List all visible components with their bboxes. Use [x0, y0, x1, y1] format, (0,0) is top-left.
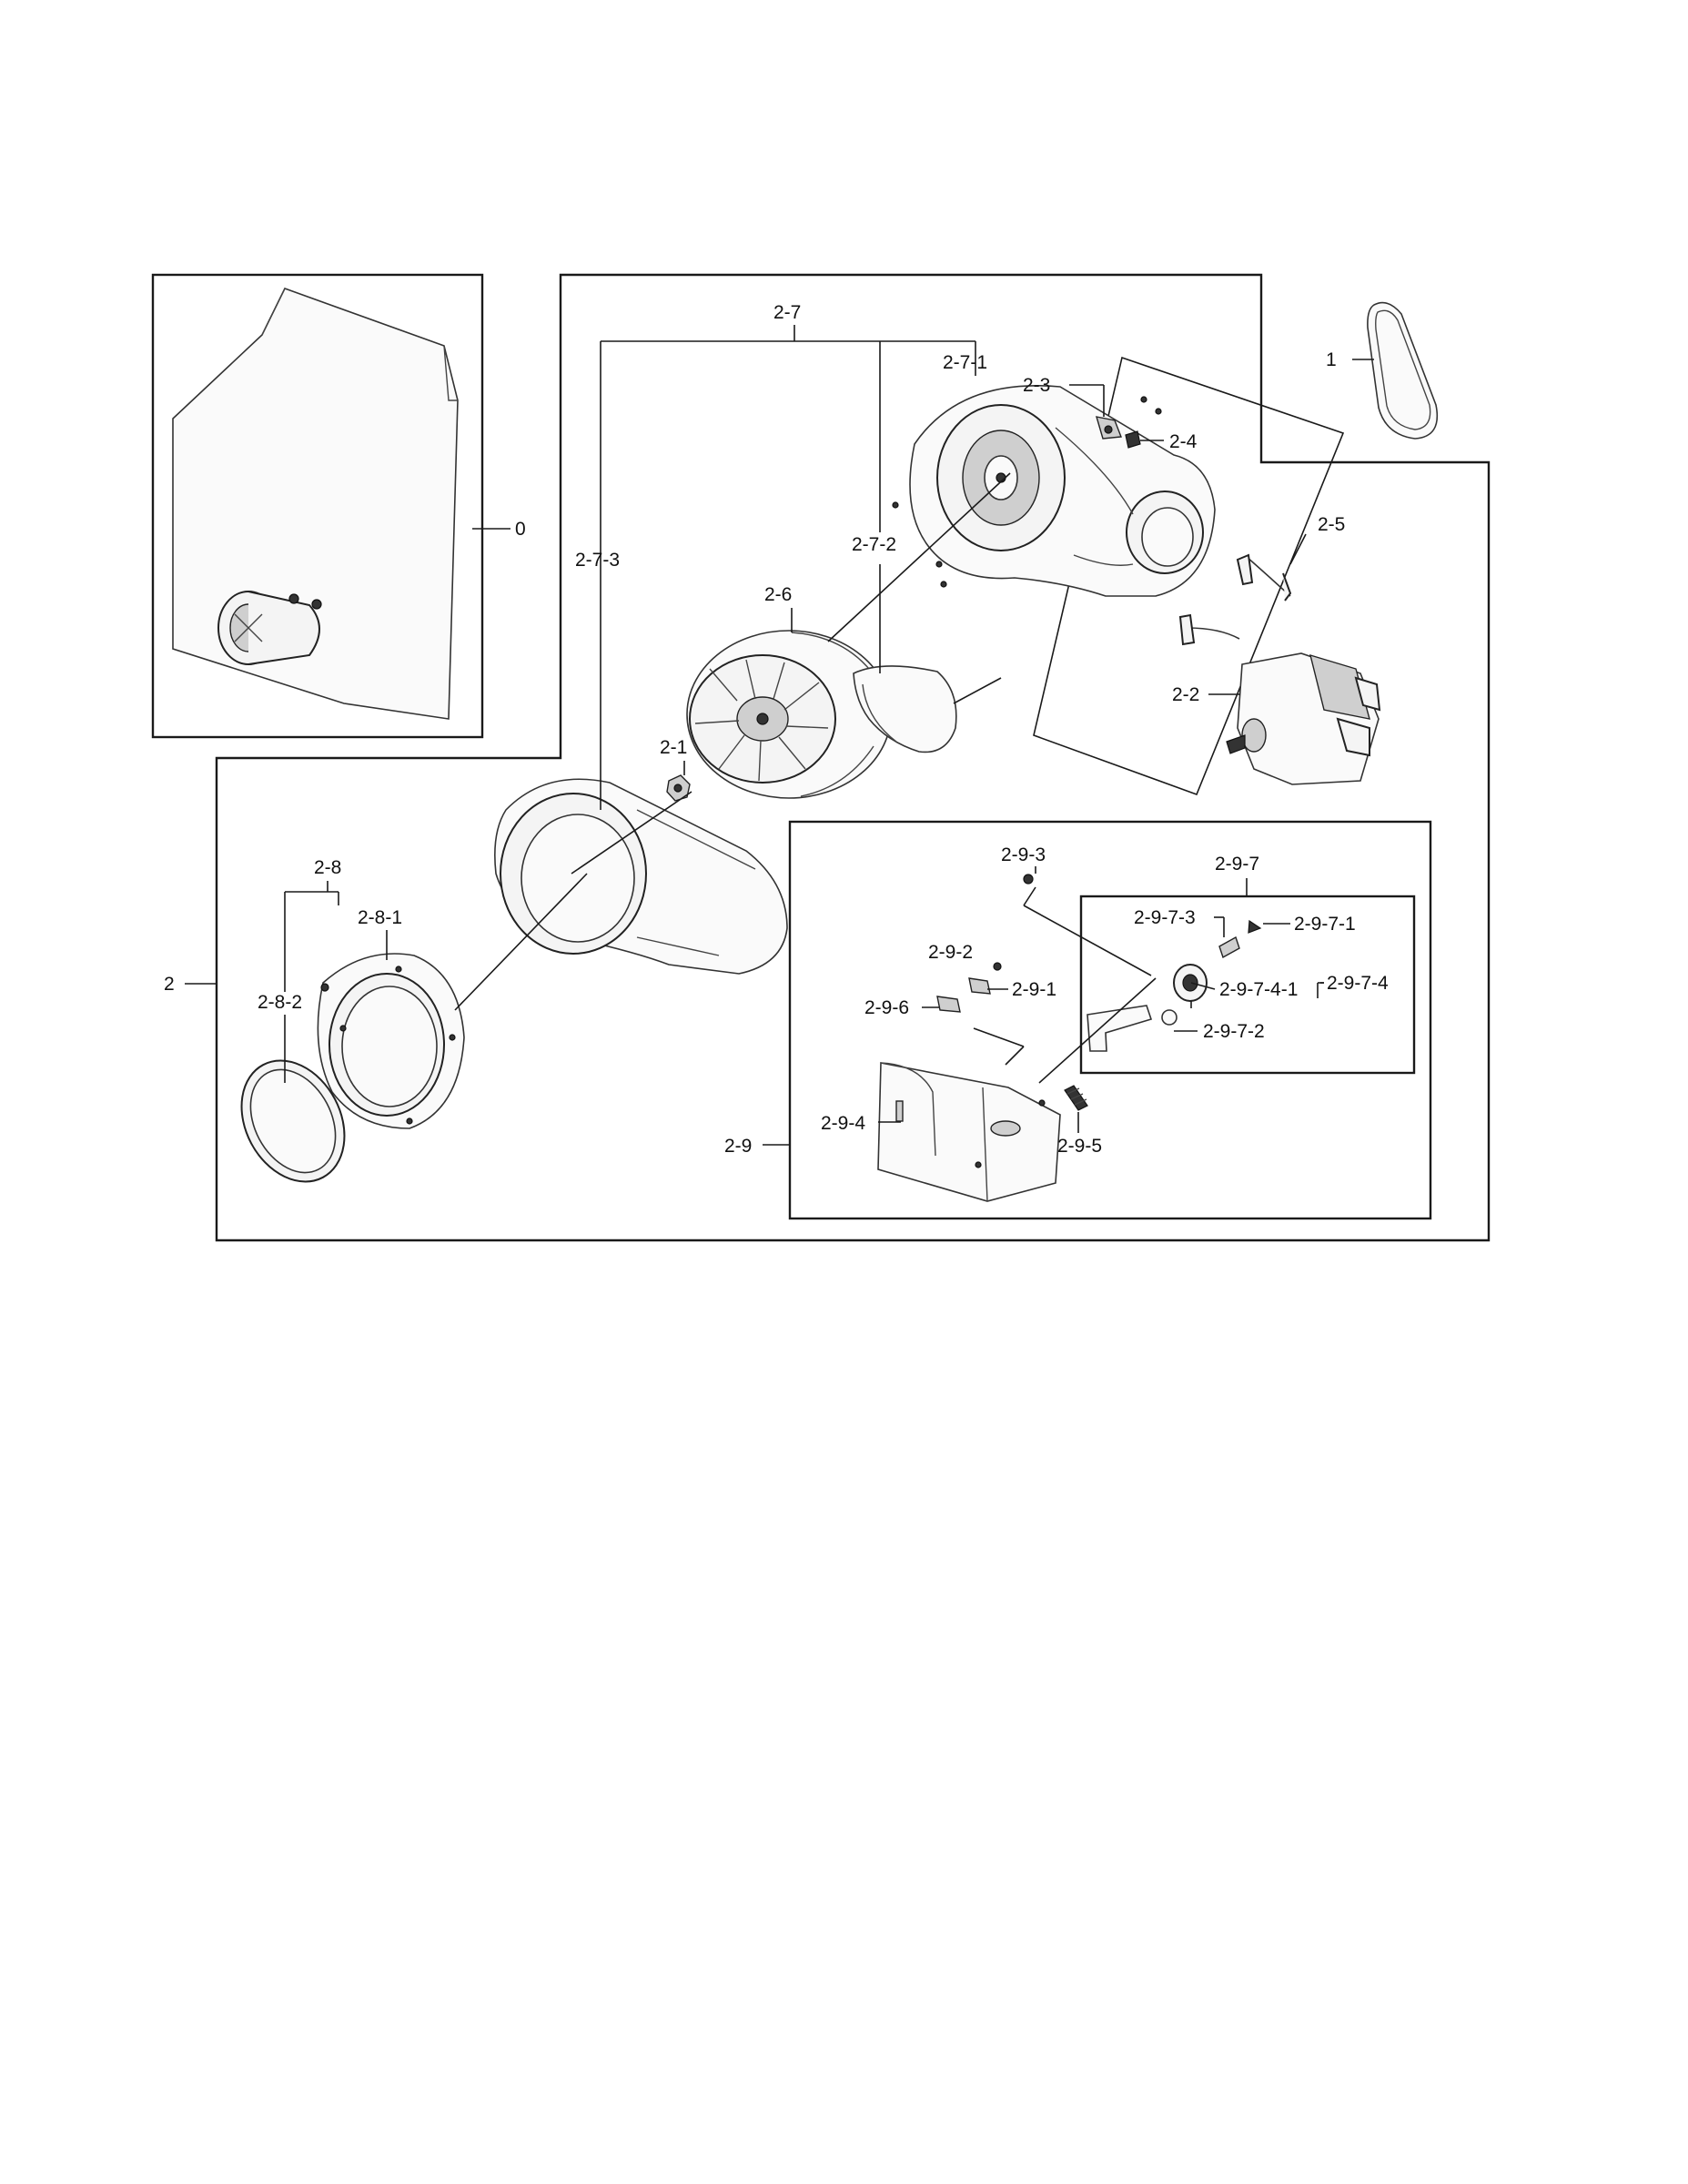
dryer-cabinet-overview: [172, 288, 459, 720]
callout-2-9-1: 2-9-1: [1012, 979, 1056, 1000]
screw-part-2-9-2: [993, 962, 1002, 971]
callout-2-9-7-1: 2-9-7-1: [1294, 914, 1356, 935]
front-blower-housing: [494, 778, 788, 975]
callout-2-4: 2-4: [1169, 431, 1198, 452]
callout-2-7: 2-7: [773, 302, 801, 323]
idler-arm-part-2-9-7-2: [1087, 1005, 1153, 1052]
callout-2-7-3: 2-7-3: [575, 550, 620, 571]
callout-2-9-7: 2-9-7: [1215, 854, 1259, 875]
callout-2-9: 2-9: [724, 1136, 752, 1157]
assembly-2-frame: [215, 273, 1491, 1242]
callout-labels: 0 1 2 2-1 2-2 2-3 2-4 2-5 2-6 2-7 2-7-1 …: [164, 302, 1389, 1157]
callout-2-3: 2-3: [1023, 375, 1050, 396]
mounting-screws: [892, 396, 1162, 588]
tension-spring: [1064, 1085, 1088, 1111]
callout-2-2: 2-2: [1172, 684, 1199, 705]
callout-1: 1: [1326, 349, 1337, 370]
callout-2-8-1: 2-8-1: [358, 907, 402, 928]
callout-2-9-7-2: 2-9-7-2: [1203, 1021, 1265, 1042]
callout-2-6: 2-6: [764, 584, 792, 605]
shaft-part-2-9-7-3: [1218, 935, 1240, 959]
switch-part-2-9-1: [968, 977, 991, 995]
subassembly-2-9-7-frame: [1079, 895, 1416, 1075]
callout-2-9-7-4: 2-9-7-4: [1327, 973, 1389, 994]
duct-part-2-7-2: [853, 665, 957, 753]
callout-2-5: 2-5: [1318, 514, 1345, 535]
bracket-part-2-3: [1096, 416, 1122, 440]
callout-2: 2: [164, 974, 175, 995]
switch-part-2-9-6: [936, 996, 961, 1013]
callout-2-7-1: 2-7-1: [943, 352, 987, 373]
cap-part-2-9-7-1: [1248, 919, 1262, 934]
motor-group-outline: [1033, 356, 1345, 796]
callout-2-9-4: 2-9-4: [821, 1113, 865, 1134]
blower-front-plate: [317, 953, 465, 1129]
callout-2-9-7-3: 2-9-7-3: [1134, 907, 1196, 928]
drive-belt: [1367, 301, 1438, 440]
callout-2-9-6: 2-9-6: [864, 997, 909, 1018]
overview-frame: [151, 273, 484, 739]
motor-clamps: [1178, 553, 1292, 646]
callout-2-9-7-4-1: 2-9-7-4-1: [1219, 979, 1298, 1000]
callout-2-9-2: 2-9-2: [928, 942, 973, 963]
callout-2-8-2: 2-8-2: [258, 992, 302, 1013]
callout-2-1: 2-1: [660, 737, 687, 758]
callout-2-7-2: 2-7-2: [852, 534, 896, 555]
callout-0: 0: [515, 519, 526, 540]
callout-2-9-3: 2-9-3: [1001, 844, 1046, 865]
blower-seal-ring: [240, 1059, 346, 1183]
leader-lines: [185, 325, 1374, 1146]
blower-assembly-thumbnail: [217, 591, 322, 665]
rear-blower-housing: [909, 385, 1216, 597]
callout-2-8: 2-8: [314, 857, 341, 878]
blower-nut: [666, 774, 691, 802]
drive-motor: [1226, 652, 1381, 785]
screw-part-2-9-3: [1023, 874, 1034, 885]
blower-wheel: [686, 630, 892, 799]
callout-2-9-5: 2-9-5: [1057, 1136, 1102, 1157]
subassembly-2-9-frame: [788, 820, 1432, 1220]
idler-pulley-part-2-9-7-4: [1161, 964, 1208, 1026]
motor-mount-bracket: [877, 1062, 1061, 1202]
fastener-part-2-4: [1125, 430, 1141, 449]
